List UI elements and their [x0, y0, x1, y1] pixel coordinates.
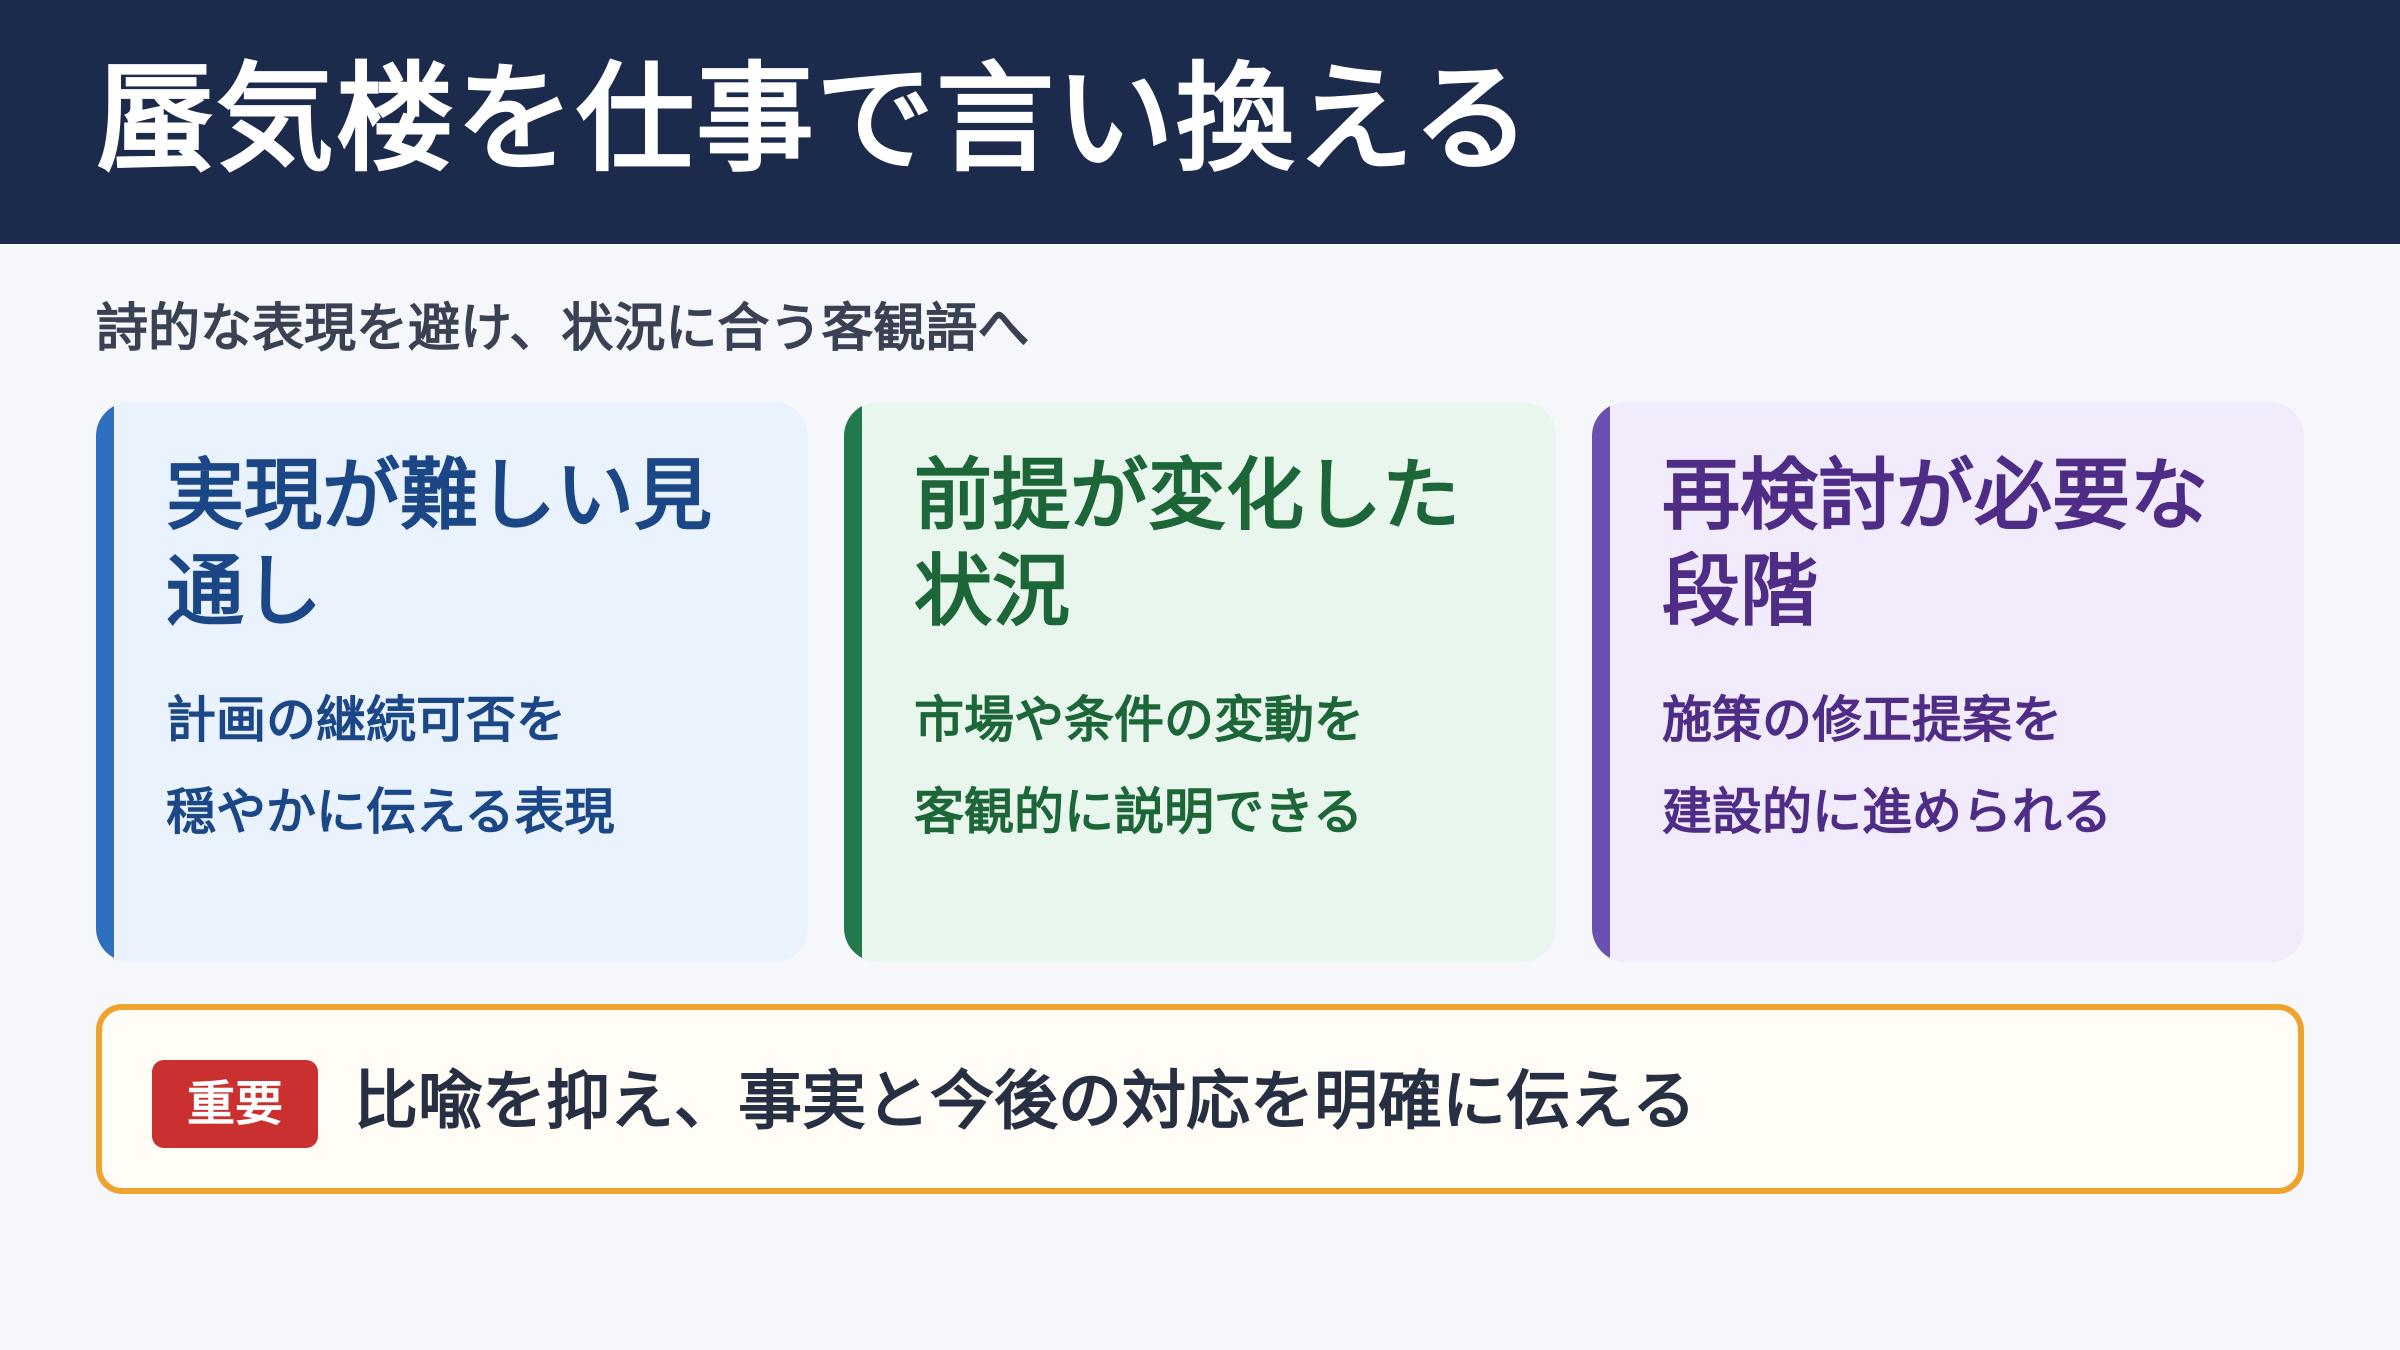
- card-description-line: 計画の継続可否を: [166, 691, 566, 749]
- page-title: 蜃気楼を仕事で言い換える: [96, 50, 1533, 188]
- card-heading-line: 状況: [914, 547, 1071, 637]
- card-description-line: 建設的に進められる: [1662, 783, 2112, 841]
- card-description-line: 穏やかに伝える表現: [166, 783, 615, 841]
- key-point-text: 比喩を抑え、事実と今後の対応を明確に伝える: [354, 1065, 1697, 1139]
- card-description-line: 市場や条件の変動を: [914, 691, 1364, 749]
- card-heading-line: 段階: [1662, 547, 1819, 637]
- card-description: 市場や条件の変動を 客観的に説明できる: [914, 674, 1516, 858]
- card-heading-line: 実現が難しい見: [166, 451, 713, 541]
- title-banner: 蜃気楼を仕事で言い換える: [0, 0, 2400, 244]
- card-heading: 実現が難しい見 通し: [166, 448, 768, 640]
- card-description: 施策の修正提案を 建設的に進められる: [1662, 674, 2264, 858]
- card-heading-line: 再検討が必要な: [1662, 451, 2209, 541]
- page-subtitle: 詩的な表現を避け、状況に合う客観語へ: [96, 299, 1030, 359]
- card-description: 計画の継続可否を 穏やかに伝える表現: [166, 674, 768, 858]
- card-changed-premise: 前提が変化した 状況 市場や条件の変動を 客観的に説明できる: [844, 402, 1556, 962]
- card-heading-line: 前提が変化した: [914, 451, 1461, 541]
- important-badge: 重要: [152, 1060, 318, 1148]
- card-heading-line: 通し: [166, 547, 323, 637]
- card-heading: 前提が変化した 状況: [914, 448, 1516, 640]
- card-heading: 再検討が必要な 段階: [1662, 448, 2264, 640]
- card-description-line: 客観的に説明できる: [914, 783, 1363, 841]
- card-description-line: 施策の修正提案を: [1662, 691, 2062, 749]
- key-point-callout: 重要 比喩を抑え、事実と今後の対応を明確に伝える: [96, 1004, 2304, 1194]
- card-needs-review: 再検討が必要な 段階 施策の修正提案を 建設的に進められる: [1592, 402, 2304, 962]
- card-unrealistic-outlook: 実現が難しい見 通し 計画の継続可否を 穏やかに伝える表現: [96, 402, 808, 962]
